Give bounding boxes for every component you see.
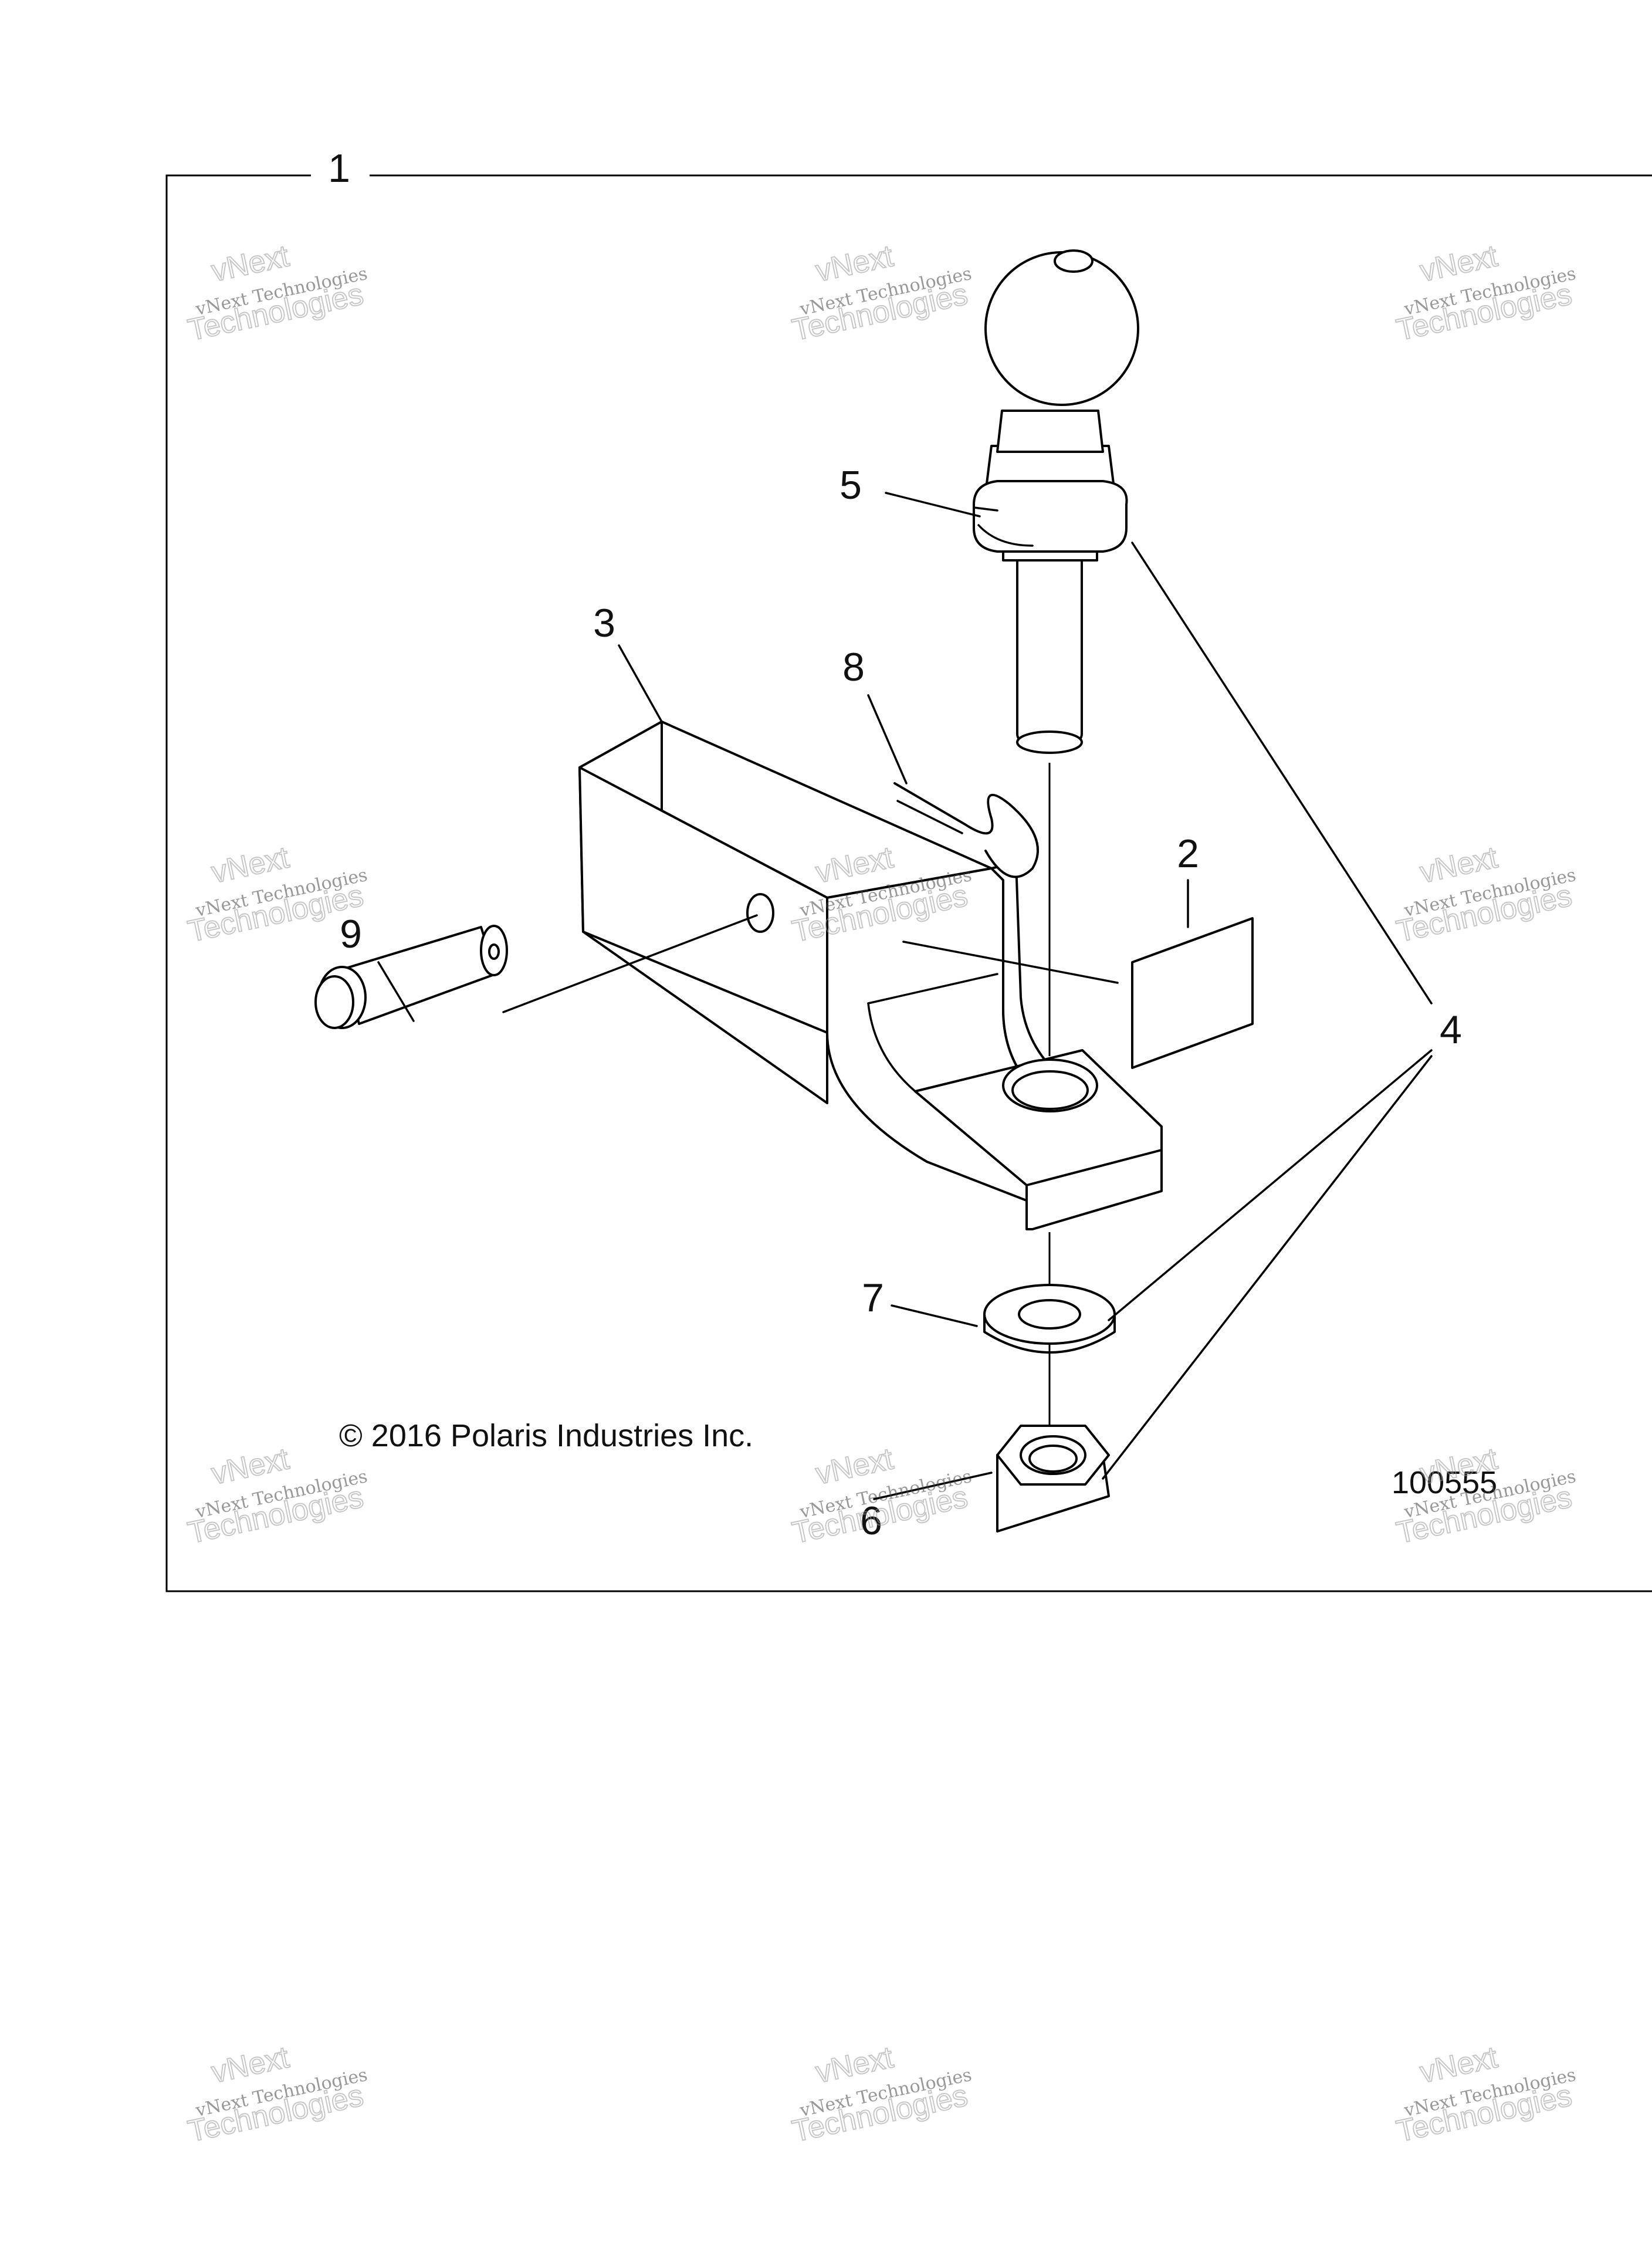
watermark: vNext vNext Technologies Technologies — [1393, 238, 1577, 348]
callout-6: 6 — [860, 1499, 882, 1543]
callout-3: 3 — [593, 601, 615, 645]
hitch-clip — [893, 782, 1039, 878]
callout-9: 9 — [340, 912, 362, 956]
pin-hole — [746, 893, 774, 933]
watermark: vNext vNext Technologies Technologies — [788, 1441, 973, 1551]
callout-8: 8 — [842, 645, 865, 689]
callout-2: 2 — [1177, 831, 1199, 876]
hex-nut — [996, 1425, 1110, 1533]
callout-labels: 1 2 3 4 5 6 7 8 9 — [328, 146, 1462, 1543]
leader-lines — [377, 492, 1433, 1500]
hitch-ball — [973, 249, 1139, 754]
callout-4: 4 — [1440, 1007, 1462, 1052]
watermarks: vNext vNext Technologies Technologies vN… — [184, 238, 1577, 2149]
callout-5: 5 — [839, 463, 862, 508]
hitch-pin — [314, 925, 508, 1029]
watermark: vNext vNext Technologies Technologies — [788, 2039, 973, 2149]
watermark: vNext vNext Technologies Technologies — [788, 238, 973, 348]
figure-number: 100555 — [1392, 1465, 1497, 1500]
callout-1: 1 — [328, 146, 350, 191]
decal — [1131, 917, 1254, 1069]
callout-7: 7 — [862, 1276, 884, 1320]
assembly-frame — [165, 174, 1652, 1592]
ball-mount-drawbar — [578, 721, 1163, 1230]
copyright-notice: © 2016 Polaris Industries Inc. — [339, 1418, 753, 1453]
watermark: vNext vNext Technologies Technologies — [1393, 2039, 1577, 2149]
watermark: vNext vNext Technologies Technologies — [184, 238, 369, 348]
watermark: vNext vNext Technologies Technologies — [184, 2039, 369, 2149]
flat-washer — [983, 1284, 1116, 1354]
watermark: vNext vNext Technologies Technologies — [1393, 840, 1577, 949]
